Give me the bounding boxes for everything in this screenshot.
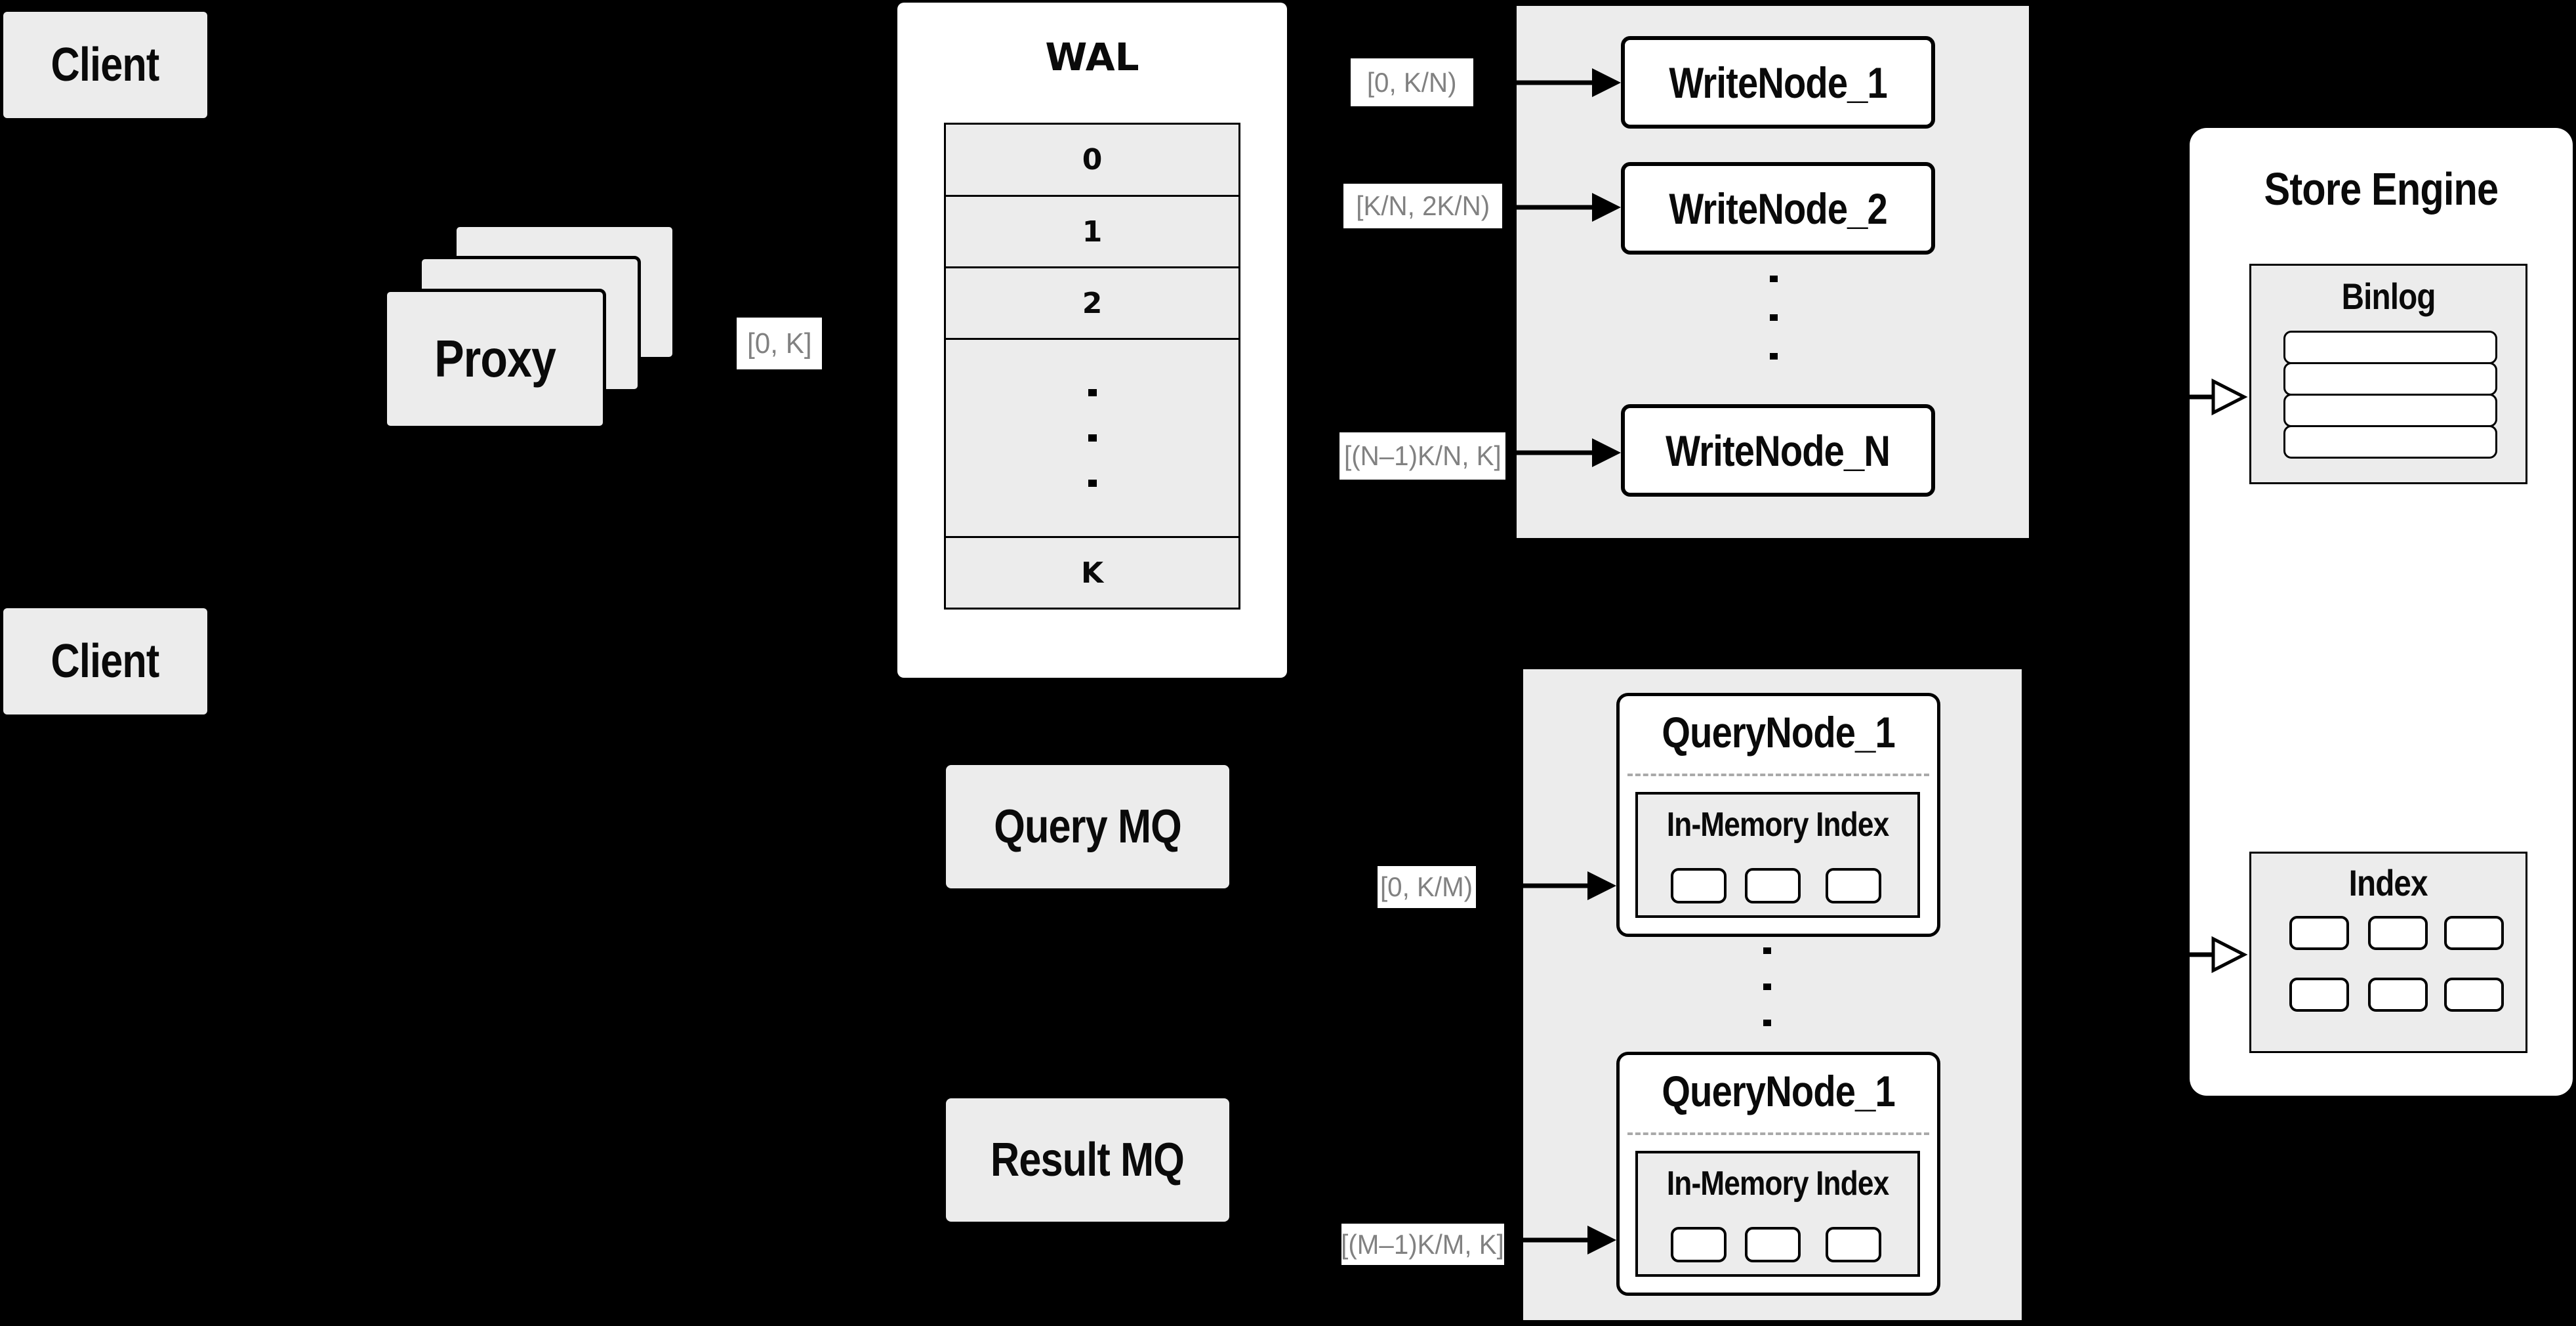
arrow-to-writenode-n xyxy=(1505,438,1621,467)
range-label-0-k: [0, K] xyxy=(737,318,822,369)
segment-cell xyxy=(1745,868,1801,903)
write-node-2: WriteNode_2 xyxy=(1621,162,1935,255)
wal-table: 0 1 2 K xyxy=(944,123,1240,610)
arrow-to-querynode-top xyxy=(1476,871,1616,900)
in-memory-index-bottom: In-Memory Index xyxy=(1635,1151,1920,1277)
query-node-top-title: QueryNode_1 xyxy=(1662,708,1895,756)
index-box: Index xyxy=(2249,852,2527,1053)
query-mq-label: Query MQ xyxy=(994,800,1182,853)
in-memory-index-top-title-row: In-Memory Index xyxy=(1638,795,1917,855)
store-engine-title: Store Engine xyxy=(2264,163,2499,215)
write-node-n: WriteNode_N xyxy=(1621,404,1935,497)
wal-ellipsis-row xyxy=(944,338,1240,538)
arrow-to-writenode-1 xyxy=(1473,68,1621,97)
client-bottom-label: Client xyxy=(51,635,160,688)
write-node-1-label: WriteNode_1 xyxy=(1669,58,1887,107)
query-mq-box: Query MQ xyxy=(946,765,1229,888)
range-label-query-m: [(M–1)K/M, K] xyxy=(1341,1224,1504,1265)
in-memory-index-bottom-title-row: In-Memory Index xyxy=(1638,1153,1917,1214)
index-title-row: Index xyxy=(2251,854,2525,911)
proxy-label: Proxy xyxy=(434,329,556,388)
range-label-0-k-text: [0, K] xyxy=(746,327,812,360)
index-cell xyxy=(2444,978,2504,1012)
range-label-write-1-text: [0, K/N) xyxy=(1367,66,1457,98)
index-cell xyxy=(2289,916,2349,950)
wal-segment-k: K xyxy=(1080,556,1104,590)
range-label-write-n: [(N–1)K/N, K] xyxy=(1339,432,1505,480)
write-node-n-label: WriteNode_N xyxy=(1666,426,1891,475)
wal-segment-row: 0 xyxy=(944,123,1240,197)
query-node-bottom-title: QueryNode_1 xyxy=(1662,1067,1895,1115)
write-node-2-label: WriteNode_2 xyxy=(1669,184,1887,233)
ellipsis-dots xyxy=(1770,276,1778,360)
arrow-to-index xyxy=(2129,936,2248,974)
ellipsis-dots xyxy=(1763,947,1771,1026)
in-memory-index-top: In-Memory Index xyxy=(1635,792,1920,918)
store-engine-title-row: Store Engine xyxy=(2190,128,2573,249)
index-cell xyxy=(2444,916,2504,950)
range-label-write-1: [0, K/N) xyxy=(1351,58,1473,106)
binlog-row xyxy=(2283,331,2497,364)
arrow-to-querynode-bottom xyxy=(1504,1226,1616,1254)
index-cell xyxy=(2289,978,2349,1012)
range-label-write-n-text: [(N–1)K/N, K] xyxy=(1343,440,1502,471)
range-label-query-m-text: [(M–1)K/M, K] xyxy=(1341,1228,1505,1260)
binlog-row xyxy=(2283,394,2497,427)
segment-cell xyxy=(1671,1227,1727,1262)
binlog-title: Binlog xyxy=(2341,275,2436,317)
wal-segment-1: 1 xyxy=(1082,215,1103,249)
wal-segment-row: K xyxy=(944,536,1240,610)
segment-cell xyxy=(1745,1227,1801,1262)
dashed-divider xyxy=(1627,1132,1929,1135)
binlog-rows xyxy=(2283,331,2497,459)
segment-cell xyxy=(1826,1227,1881,1262)
segment-cell xyxy=(1826,868,1881,903)
wal-segment-0: 0 xyxy=(1082,143,1103,176)
write-node-1: WriteNode_1 xyxy=(1621,36,1935,129)
segment-cell xyxy=(1671,868,1727,903)
client-top-box: Client xyxy=(3,12,207,118)
query-node-top: QueryNode_1 In-Memory Index xyxy=(1616,693,1940,937)
range-label-query-1: [0, K/M) xyxy=(1378,866,1476,908)
binlog-box: Binlog xyxy=(2249,264,2527,484)
proxy-card-front: Proxy xyxy=(384,289,606,429)
wal-segment-row: 1 xyxy=(944,195,1240,268)
wal-panel: WAL 0 1 2 K xyxy=(897,3,1287,678)
range-label-query-1-text: [0, K/M) xyxy=(1380,871,1473,902)
wal-segment-row: 2 xyxy=(944,266,1240,340)
index-title: Index xyxy=(2348,861,2428,903)
result-mq-label: Result MQ xyxy=(991,1134,1185,1186)
in-memory-index-bottom-title: In-Memory Index xyxy=(1666,1165,1889,1203)
query-node-bottom: QueryNode_1 In-Memory Index xyxy=(1616,1052,1940,1296)
wal-title-row: WAL xyxy=(897,3,1287,111)
wal-segment-2: 2 xyxy=(1082,286,1103,320)
wal-title: WAL xyxy=(1045,34,1139,79)
result-mq-box: Result MQ xyxy=(946,1098,1229,1222)
client-bottom-box: Client xyxy=(3,608,207,715)
store-engine-panel: Store Engine Binlog Index xyxy=(2190,128,2573,1096)
query-node-bottom-title-row: QueryNode_1 xyxy=(1620,1055,1937,1127)
index-cell xyxy=(2368,978,2428,1012)
binlog-row xyxy=(2283,425,2497,459)
arrow-to-writenode-2 xyxy=(1502,193,1621,222)
dashed-divider xyxy=(1627,774,1929,776)
arrow-to-binlog xyxy=(2129,378,2248,416)
binlog-title-row: Binlog xyxy=(2251,266,2525,326)
query-node-top-title-row: QueryNode_1 xyxy=(1620,696,1937,768)
index-cell xyxy=(2368,916,2428,950)
range-label-write-2-text: [K/N, 2K/N) xyxy=(1356,190,1490,221)
range-label-write-2: [K/N, 2K/N) xyxy=(1343,184,1502,228)
in-memory-index-top-title: In-Memory Index xyxy=(1666,806,1889,844)
client-top-label: Client xyxy=(51,39,160,91)
ellipsis-dots xyxy=(1088,389,1097,487)
